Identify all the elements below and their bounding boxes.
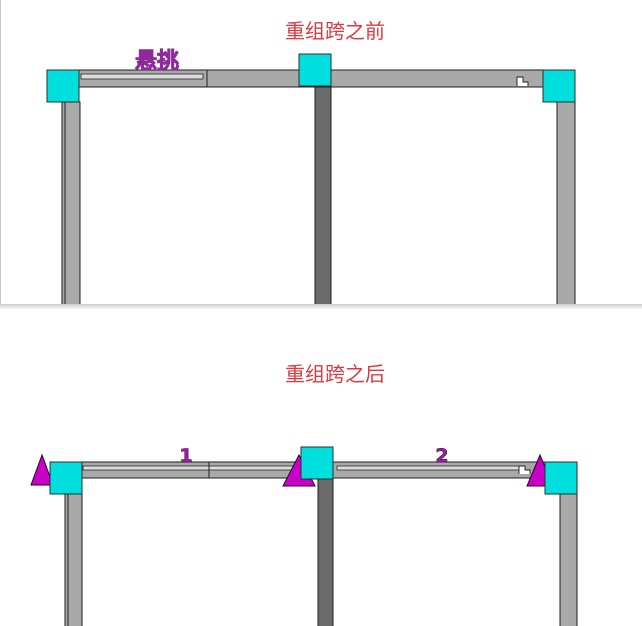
column-middle [314,85,332,305]
node-left [46,69,80,103]
span-label-2: 2 [435,445,448,467]
node-middle [298,53,332,87]
span-2-inner-strip [336,465,520,471]
beam-notch [516,76,529,86]
cantilever-label: 悬挑 [135,49,179,74]
support-left-triangle [30,453,54,486]
node-right [544,461,578,495]
column-middle [317,478,334,626]
diagram-after: 重组跨之后 1 2 [30,362,578,626]
title-before: 重组跨之前 [285,19,385,43]
diagram-before: 重组跨之前 悬挑 [46,19,576,305]
beam-notch [518,465,531,474]
panel-before: 重组跨之前 悬挑 [0,0,642,305]
panel-after: 重组跨之后 1 2 [0,309,642,626]
panel-left-border [0,0,1,305]
node-left [49,461,83,495]
panel-separator [0,304,642,309]
title-after: 重组跨之后 [285,362,385,386]
node-right [542,69,576,103]
cantilever-inner-strip [80,73,204,80]
column-right [559,493,578,626]
span-label-1: 1 [179,445,192,467]
node-middle [300,446,334,480]
column-right [556,101,576,305]
